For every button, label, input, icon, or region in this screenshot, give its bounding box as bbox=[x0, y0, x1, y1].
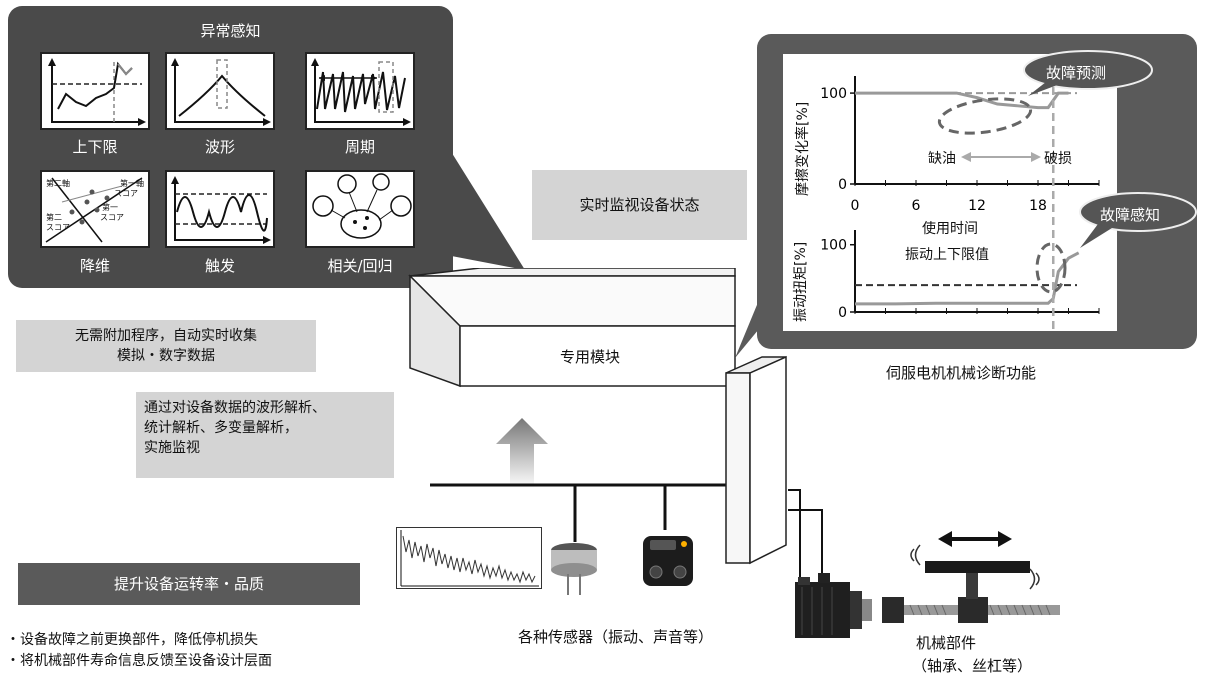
pca-axis-label-3: スコア bbox=[114, 189, 138, 198]
period-label: 周期 bbox=[344, 138, 375, 156]
pca-axis-label-6: 第一 bbox=[102, 203, 118, 212]
period-chart-icon bbox=[305, 52, 415, 130]
up-arrow-icon bbox=[496, 418, 548, 488]
friction-x-tick-label: 0 bbox=[851, 198, 860, 214]
pca-axis-label-5: スコア bbox=[46, 223, 70, 232]
dedicated-module bbox=[408, 268, 736, 388]
improve-label: 提升设备运转率・品质 bbox=[18, 563, 360, 605]
sensors-label: 各种传感器（振动、声音等） bbox=[518, 628, 714, 646]
vibration-sensor-icon bbox=[643, 536, 693, 586]
mechanical-label-line2: （轴承、丝杠等） bbox=[912, 657, 1033, 675]
analysis-text-line2: 统计解析、多变量解析， bbox=[144, 420, 298, 436]
bus-lines bbox=[430, 483, 730, 542]
collect-text-box: 无需附加程序，自动实时收集 模拟・数字数据 bbox=[16, 320, 316, 372]
bullet-list: ・设备故障之前更换部件，降低停机损失 ・将机械部件寿命信息反馈至设备设计层面 bbox=[6, 630, 272, 672]
bottom-ylabel: 振动扭矩[%] bbox=[793, 241, 809, 322]
waveform-label: 波形 bbox=[204, 138, 235, 156]
friction-y-tick-label: 100 bbox=[820, 86, 847, 102]
oil-damage-arrow-left-head bbox=[961, 152, 971, 162]
detect-callout-bubble bbox=[1079, 192, 1197, 248]
analysis-text-box: 通过对设备数据的波形解析、 统计解析、多变量解析， 实施监视 bbox=[136, 392, 394, 478]
module-label: 专用模块 bbox=[559, 348, 620, 366]
dimension-reduction-label: 降维 bbox=[79, 257, 110, 275]
predict-callout-bubble bbox=[1023, 50, 1153, 96]
waveform-chart-icon bbox=[165, 52, 275, 130]
collect-text-line1: 无需附加程序，自动实时收集 bbox=[75, 328, 257, 344]
torque-y-tick-label: 0 bbox=[838, 305, 847, 321]
pca-axis-label-7: スコア bbox=[100, 213, 124, 222]
sound-sensor-icon bbox=[551, 543, 597, 595]
analysis-text-line1: 通过对设备数据的波形解析、 bbox=[144, 400, 326, 416]
limit-chart-icon bbox=[40, 52, 150, 130]
torque-y-tick-label: 100 bbox=[820, 238, 847, 254]
threshold-label: 振动上下限值 bbox=[905, 247, 989, 263]
oil-shortage-ellipse bbox=[937, 97, 1033, 135]
mechanical-assembly bbox=[795, 531, 1060, 638]
friction-x-tick-label: 6 bbox=[912, 198, 921, 214]
friction-y-tick-label: 0 bbox=[838, 177, 847, 193]
callout-detect: 故障感知 bbox=[1100, 206, 1161, 224]
bullet-item-2: ・将机械部件寿命信息反馈至设备设计层面 bbox=[6, 653, 272, 669]
analysis-text-line3: 实施监视 bbox=[144, 440, 200, 456]
correlation-network-icon bbox=[305, 170, 415, 248]
friction-x-tick-label: 12 bbox=[968, 198, 986, 214]
panel-callout-tail bbox=[420, 150, 525, 270]
pca-axis-label-1: 第二軸 bbox=[46, 179, 70, 188]
annotation-oil: 缺油 bbox=[928, 151, 956, 167]
failure-detect-ellipse bbox=[1035, 242, 1067, 294]
limit-label: 上下限 bbox=[72, 138, 118, 156]
pca-axis-label-4: 第二 bbox=[46, 213, 62, 222]
top-ylabel: 摩擦变化率[%] bbox=[795, 101, 811, 196]
trigger-label: 触发 bbox=[204, 257, 235, 275]
bullet-item-1: ・设备故障之前更换部件，降低停机损失 bbox=[6, 632, 258, 648]
servo-caption: 伺服电机机械诊断功能 bbox=[886, 364, 1037, 382]
mechanical-label: 机械部件 （轴承、丝杠等） bbox=[912, 632, 1032, 676]
servo-amplifier bbox=[725, 355, 787, 565]
motor-cables bbox=[788, 489, 823, 585]
collect-text-line2: 模拟・数字数据 bbox=[117, 348, 215, 364]
realtime-monitor-label: 实时监视设备状态 bbox=[532, 170, 747, 240]
annotation-damage: 破损 bbox=[1044, 151, 1072, 167]
trigger-chart-icon bbox=[165, 170, 275, 248]
anomaly-panel-title: 异常感知 bbox=[200, 22, 261, 40]
friction-series-line bbox=[855, 91, 1069, 110]
dimension-reduction-icon: 第二軸 第一軸 スコア 第二 スコア 第一 スコア bbox=[40, 170, 150, 248]
oil-damage-arrow-right-head bbox=[1031, 152, 1041, 162]
xlabel: 使用时间 bbox=[922, 221, 978, 237]
friction-x-tick-label: 18 bbox=[1029, 198, 1047, 214]
servo-chart: 0100061218240100 bbox=[820, 74, 1108, 330]
signal-waveform-icon bbox=[396, 527, 542, 589]
correlation-label: 相关/回归 bbox=[327, 257, 393, 275]
mechanical-label-line1: 机械部件 bbox=[916, 634, 977, 652]
pca-axis-label-2: 第一軸 bbox=[120, 179, 144, 188]
callout-predict: 故障预测 bbox=[1046, 64, 1107, 82]
